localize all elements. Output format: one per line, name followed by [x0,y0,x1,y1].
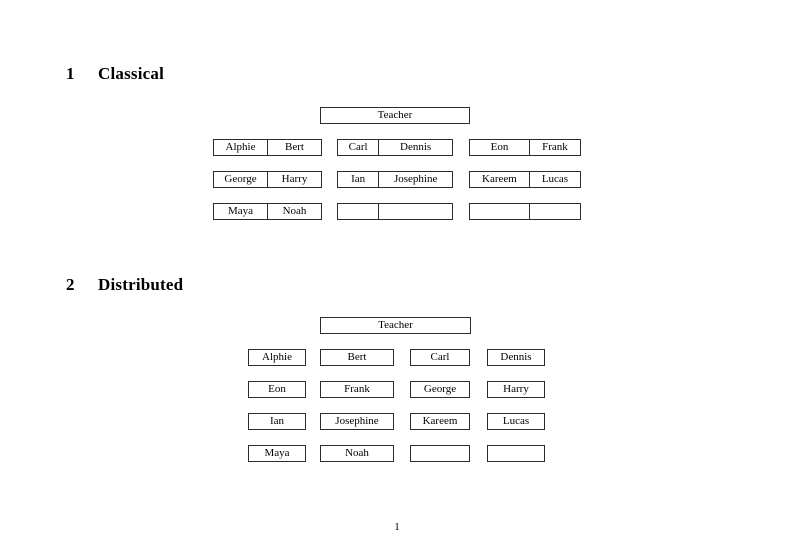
table-cell-empty [470,204,529,219]
table-cell: Noah [320,445,394,462]
teacher-box-distributed: Teacher [320,317,471,334]
table-cell: Josephine [320,413,394,430]
table-cell: George [224,173,257,185]
section-number: 2 [66,275,75,294]
table-cell: Kareem [482,173,517,185]
table-row [469,203,581,220]
table-cell: Alphie [225,141,256,153]
table-cell: Dennis [487,349,545,366]
table-cell: Lucas [487,413,545,430]
table-cell: Kareem [410,413,470,430]
table-cell: Harry [267,172,321,187]
table-cell: Harry [487,381,545,398]
table-cell: Frank [320,381,394,398]
table-cell: Lucas [528,172,580,187]
table-row: Kareem Lucas [469,171,581,188]
table-cell: Bert [320,349,394,366]
section-heading-distributed: 2 Distributed [66,275,183,295]
table-cell: Ian [351,173,366,185]
table-row: Eon Frank [469,139,581,156]
table-cell: Josephine [378,172,452,187]
teacher-box-classical: Teacher [320,107,470,124]
table-cell: Bert [267,140,321,155]
section-heading-classical: 1 Classical [66,64,164,84]
table-cell: Maya [248,445,306,462]
table-row: Alphie Bert [213,139,322,156]
table-row: Carl Dennis [337,139,453,156]
table-row: Ian Josephine [337,171,453,188]
table-row: Maya Noah [213,203,322,220]
table-cell: George [410,381,470,398]
table-row [337,203,453,220]
table-cell: Dennis [378,140,452,155]
section-number: 1 [66,64,75,83]
table-cell-empty [410,445,470,462]
table-cell: Noah [267,204,321,219]
table-cell-empty [378,204,452,219]
table-cell: Frank [528,140,580,155]
table-cell-empty [528,204,580,219]
table-cell-empty [487,445,545,462]
table-cell: Maya [227,205,254,217]
table-cell: Eon [490,141,509,153]
section-title: Distributed [98,275,184,294]
table-cell: Carl [410,349,470,366]
table-cell-empty [338,204,378,219]
table-cell: Alphie [248,349,306,366]
page-number: 1 [394,521,400,533]
table-cell: Ian [248,413,306,430]
table-cell: Carl [348,141,368,153]
section-title: Classical [98,64,165,83]
table-cell: Eon [248,381,306,398]
table-row: George Harry [213,171,322,188]
